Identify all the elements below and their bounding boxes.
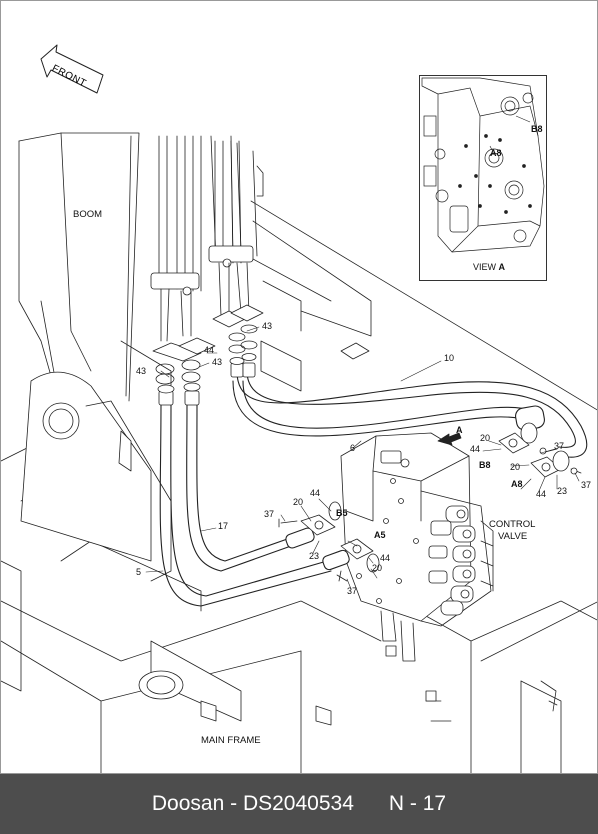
port-a5: A5 (374, 530, 386, 540)
callout-43: 43 (212, 357, 223, 367)
callout-17: 17 (218, 521, 229, 531)
port-a8: A8 (511, 479, 523, 489)
hose-fittings (152, 304, 264, 406)
hose-17 (186, 400, 315, 572)
view-arrow-icon (437, 432, 462, 446)
port-b5: B5 (336, 508, 348, 518)
front-arrow-icon (40, 44, 104, 94)
control-valve-body (340, 432, 494, 702)
view-port-a8: A8 (490, 148, 502, 158)
footer-separator: - (224, 792, 243, 815)
callout-20: 20 (480, 433, 491, 443)
callout-20: 20 (510, 462, 521, 472)
port-b8: B8 (479, 460, 491, 470)
parts-diagram: B8 A8 VIEW A FRONT BOOM MAIN FRAME CONTR… (0, 0, 598, 774)
callout-43: 43 (136, 366, 147, 376)
leader-lines (145, 326, 580, 590)
footer-page: N - 17 (388, 792, 447, 815)
callout-37: 37 (264, 509, 275, 519)
hose-6 (232, 380, 545, 437)
callout-43: 43 (262, 321, 273, 331)
callout-20: 20 (293, 497, 304, 507)
view-port-b8: B8 (531, 124, 543, 134)
callout-44: 44 (310, 488, 321, 498)
footer-brand: Doosan (151, 792, 225, 815)
callout-37: 37 (581, 480, 592, 490)
callout-20: 20 (372, 563, 383, 573)
callout-44: 44 (470, 444, 481, 454)
callout-44: 44 (536, 489, 547, 499)
main-frame-label: MAIN FRAME (201, 735, 261, 746)
control-valve-label-line2: VALVE (498, 531, 528, 542)
callout-10: 10 (444, 353, 455, 363)
view-a-caption: VIEW A (473, 263, 505, 272)
footer-bar: Doosan - DS2040534 N - 17 (0, 774, 598, 834)
callout-23: 23 (309, 551, 320, 561)
boom-pipes (150, 135, 254, 342)
callout-44: 44 (380, 553, 391, 563)
callout-37: 37 (554, 441, 565, 451)
view-caption-ref: A (498, 262, 506, 272)
control-valve-label-line1: CONTROL (489, 519, 536, 530)
hose-5 (159, 400, 350, 607)
boom-label: BOOM (73, 209, 103, 220)
main-frame-structure (1, 200, 597, 773)
footer-gap (354, 792, 389, 816)
boom-structure (18, 132, 264, 412)
callout-37: 37 (347, 586, 358, 596)
callout-44: 44 (204, 345, 215, 355)
diagram-drawing (1, 44, 597, 773)
callout-23: 23 (557, 486, 568, 496)
view-arrow-ref: A (456, 425, 463, 435)
callout-6: 6 (350, 443, 356, 453)
footer-code: DS2040534 (242, 792, 354, 815)
callout-5: 5 (136, 567, 142, 577)
view-a-drawing (421, 77, 545, 253)
view-a-inset: B8 A8 VIEW A (419, 75, 547, 281)
view-caption-word: VIEW (473, 262, 497, 272)
hose-10 (236, 370, 588, 458)
boom-pivot-bracket (20, 371, 172, 582)
